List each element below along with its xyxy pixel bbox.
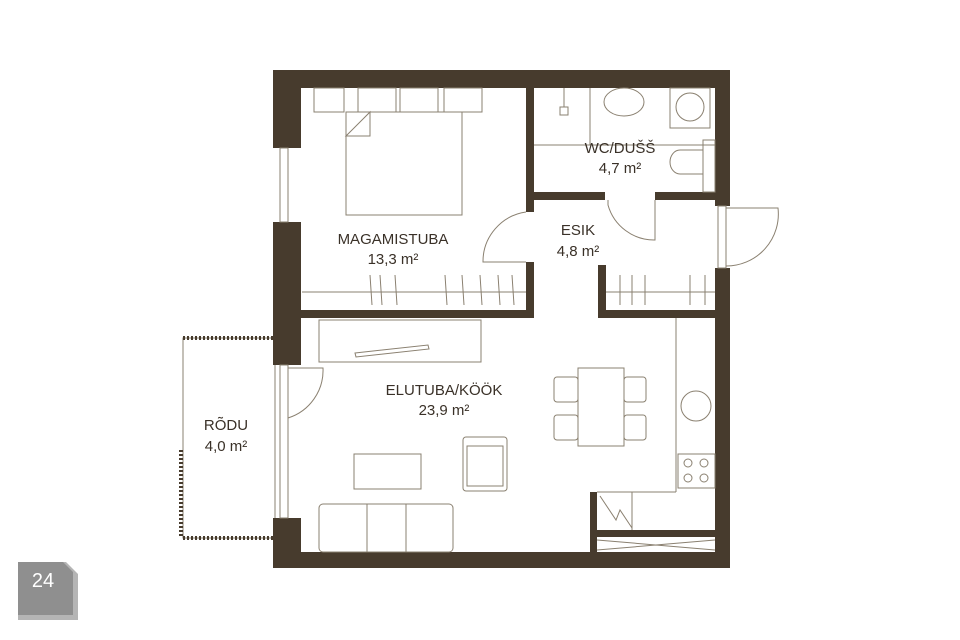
room-area-wc: 4,7 m² xyxy=(599,160,642,177)
plan-number: 24 xyxy=(31,570,55,592)
room-area-living: 23,9 m² xyxy=(419,402,470,419)
room-name-wc: WC/DUŠŠ xyxy=(585,140,656,157)
room-name-balcony: RÕDU xyxy=(204,417,248,434)
room-name-living: ELUTUBA/KÖÖK xyxy=(386,381,503,399)
room-name-hall: ESIK xyxy=(561,222,595,239)
room-area-balcony: 4,0 m² xyxy=(205,438,248,455)
room-area-bedroom: 13,3 m² xyxy=(368,251,419,268)
balcony xyxy=(179,336,276,540)
windows-doors xyxy=(279,147,779,519)
room-area-hall: 4,8 m² xyxy=(557,243,600,260)
walls xyxy=(273,70,730,568)
furniture xyxy=(302,87,716,553)
page-badge-icon xyxy=(18,562,78,620)
room-name-bedroom: MAGAMISTUBA xyxy=(338,231,449,248)
room-labels: MAGAMISTUBA 13,3 m² WC/DUŠŠ 4,7 m² ESIK … xyxy=(204,140,656,455)
